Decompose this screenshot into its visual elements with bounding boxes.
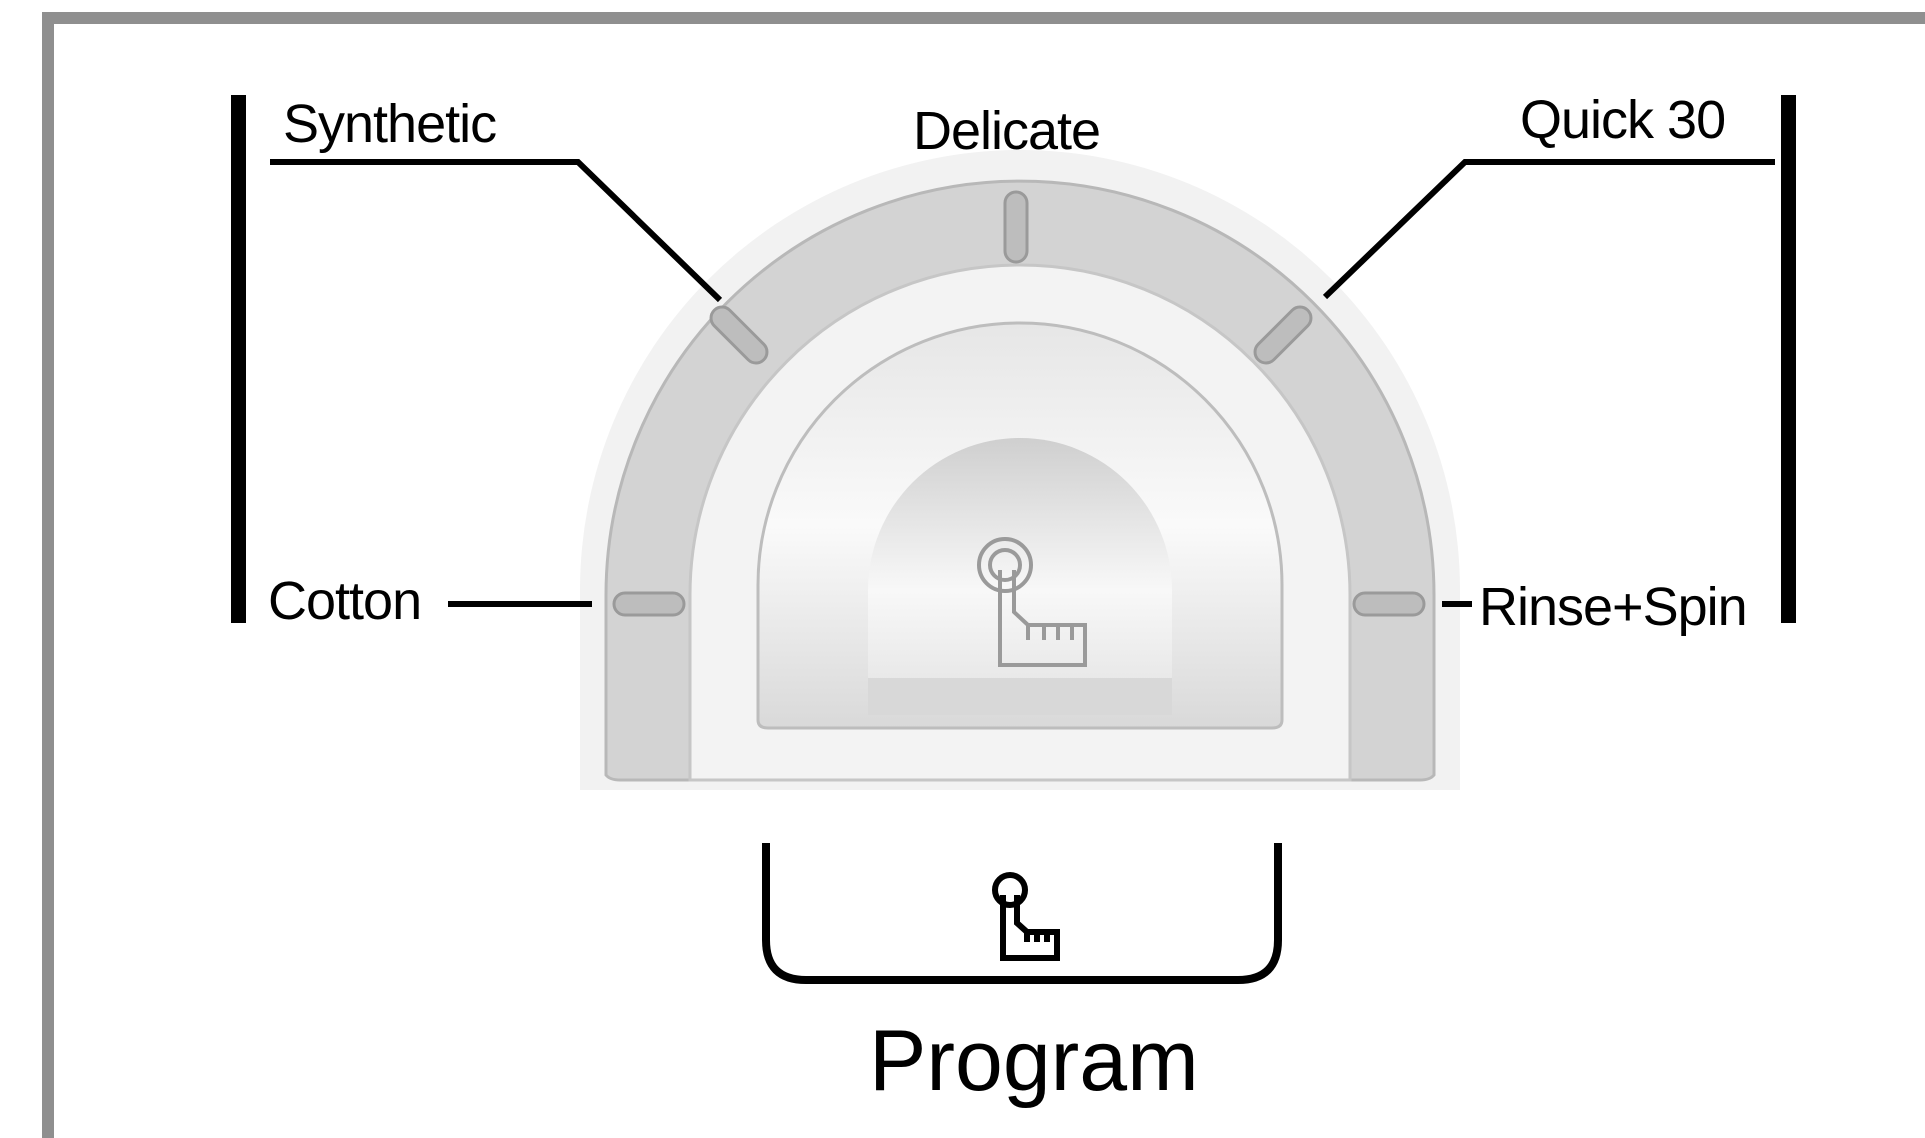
leader-lines [270,159,1775,607]
right-indicator-bar [1781,95,1796,623]
program-label-delicate: Delicate [913,101,1101,161]
marker-rinse [1352,591,1426,617]
marker-quick [1253,305,1313,365]
program-button-label: Program [869,1013,1199,1109]
program-label-rinse: Rinse+Spin [1479,577,1748,637]
program-touch-icon [992,872,1060,961]
program-label-quick: Quick 30 [1520,90,1726,150]
dial-center-base [868,678,1172,715]
marker-cotton [612,591,686,617]
marker-delicate [1003,190,1029,264]
program-label-synthetic: Synthetic [283,94,497,154]
program-label-cotton: Cotton [268,571,422,631]
left-indicator-bar [231,95,246,623]
marker-synthetic [709,305,769,365]
dial-touch-icon [977,537,1087,667]
position-markers [612,190,1426,617]
program-button-bracket[interactable] [762,843,1282,984]
frame-left-edge [42,12,54,1138]
leader-quick [1322,159,1775,300]
leader-synthetic [270,159,723,303]
frame-top-edge [42,12,1925,24]
dial-center-button[interactable] [868,438,1172,715]
